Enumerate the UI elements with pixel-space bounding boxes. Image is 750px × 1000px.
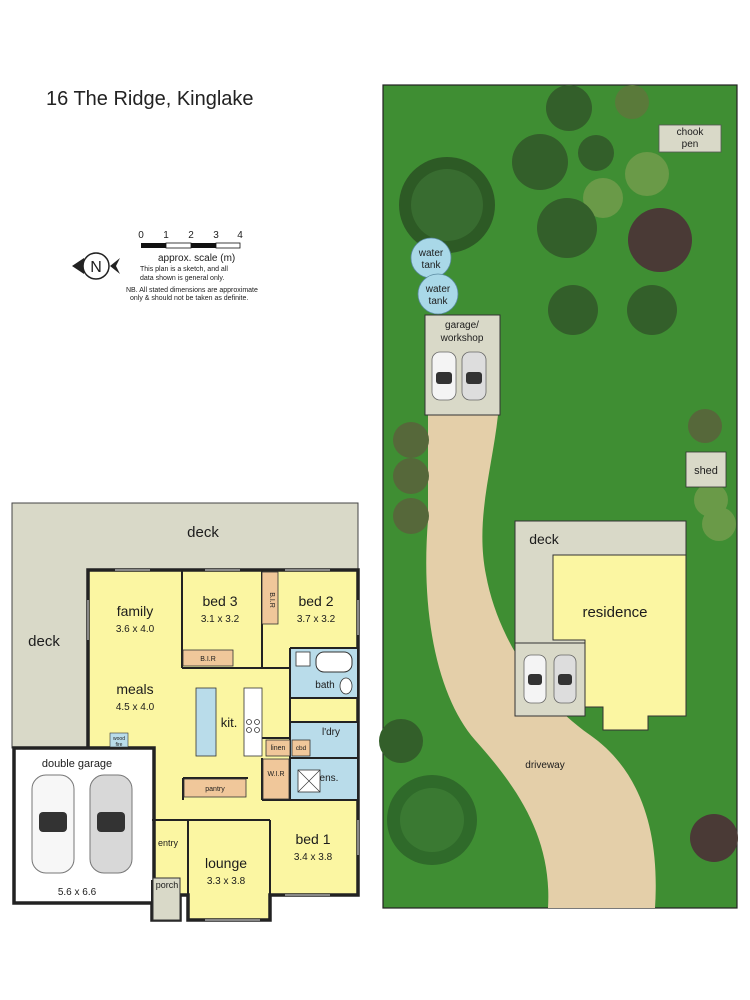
bed1-label: bed 1 [295, 831, 330, 847]
scale-note-3: NB. All stated dimensions are approximat… [126, 287, 258, 294]
water-tank-1-label-2: tank [422, 260, 442, 271]
entry-label: entry [158, 838, 179, 848]
toilet-icon [339, 677, 353, 695]
scale-label: approx. scale (m) [158, 253, 235, 264]
bed2-dim: 3.7 x 3.2 [297, 614, 336, 625]
chook-label-1: chook [677, 127, 705, 138]
scale-note-4: only & should not be taken as definite. [130, 295, 248, 302]
bathtub-icon [315, 651, 353, 673]
scale-bar: 0 1 2 3 4 approx. scale (m) This plan is… [126, 230, 258, 302]
bir-bed3-label: B.I.R [200, 656, 216, 663]
pantry [183, 778, 247, 798]
bed1-dim: 3.4 x 3.8 [294, 852, 333, 863]
scale-tick-0: 0 [138, 230, 144, 241]
family-dim: 3.6 x 4.0 [116, 624, 155, 635]
kitchen-bench [243, 687, 263, 757]
laundry-label: l'dry [322, 727, 340, 738]
scale-tick-4: 4 [237, 230, 243, 241]
scale-note-2: data shown is general only. [140, 275, 224, 282]
residence-label: residence [582, 604, 647, 621]
car-icon [461, 351, 487, 401]
trees [379, 85, 738, 865]
water-tank-2-label-1: water [425, 284, 451, 295]
bed3-label: bed 3 [202, 593, 237, 609]
garage-dim: 5.6 x 6.6 [58, 887, 97, 898]
porch [152, 877, 181, 921]
wir-bed1 [262, 758, 290, 800]
wood-fire-label-1: wood [113, 736, 125, 742]
shed-building [685, 451, 727, 488]
ensuite-label: ens. [320, 773, 339, 784]
scale-tick-1: 1 [163, 230, 169, 241]
wood-fire [109, 732, 129, 748]
compass-letter: N [90, 259, 102, 276]
bed2-label: bed 2 [298, 593, 333, 609]
lounge-label: lounge [205, 855, 247, 871]
cbd-cupboard [291, 739, 311, 757]
car-icon [89, 774, 133, 874]
porch-label: porch [156, 880, 179, 890]
bir-bed3 [182, 649, 234, 667]
scale-tick-3: 3 [213, 230, 219, 241]
car-icon [523, 654, 547, 704]
windows [87, 569, 359, 921]
kitchen-label: kit. [221, 715, 238, 730]
chook-label-2: pen [682, 139, 699, 150]
shower-icon [297, 769, 321, 793]
shed-label: shed [694, 465, 718, 477]
sink-icon [295, 651, 311, 667]
site-deck-label: deck [529, 531, 560, 547]
workshop-label-2: workshop [440, 333, 484, 344]
deck-top-label: deck [187, 524, 219, 541]
bed3-dim: 3.1 x 3.2 [201, 614, 240, 625]
kitchen-island [195, 687, 217, 757]
car-icon [431, 351, 457, 401]
car-icon [31, 774, 75, 874]
scale-note-1: This plan is a sketch, and all [140, 266, 228, 273]
deck-left-label: deck [28, 633, 60, 650]
bir-bed2 [261, 571, 279, 625]
plan-title: 16 The Ridge, Kinglake [46, 88, 254, 110]
site-plan: driveway chook [379, 84, 738, 909]
meals-dim: 4.5 x 4.0 [116, 702, 155, 713]
workshop-label-1: garage/ [445, 320, 479, 331]
bir-bed2-label: B.I.R [268, 592, 275, 608]
cbd-label: cbd [296, 745, 307, 752]
chook-pen [658, 124, 722, 153]
scale-tick-2: 2 [188, 230, 194, 241]
north-arrow-icon: N [72, 252, 120, 280]
water-tank-2-label-2: tank [429, 296, 449, 307]
water-tank-1-label-1: water [418, 248, 444, 259]
meals-label: meals [116, 681, 153, 697]
bath-label: bath [315, 680, 334, 691]
water-tank-2 [417, 273, 459, 315]
residence-building [552, 554, 687, 731]
lounge-dim: 3.3 x 3.8 [207, 876, 246, 887]
driveway-area [426, 415, 656, 908]
driveway-label: driveway [525, 760, 564, 771]
linen-label: linen [271, 745, 286, 752]
cooktop-icon [246, 719, 260, 733]
garage-label: double garage [42, 758, 112, 770]
car-icon [553, 654, 577, 704]
family-label: family [117, 603, 154, 619]
floor-plan: deck deck double garage 5.6 x 6.6 [11, 502, 360, 922]
wir-label: W.I.R [267, 771, 284, 778]
linen-cupboard [265, 739, 291, 757]
pantry-label: pantry [205, 786, 225, 793]
wood-fire-label-2: fire [116, 742, 123, 748]
